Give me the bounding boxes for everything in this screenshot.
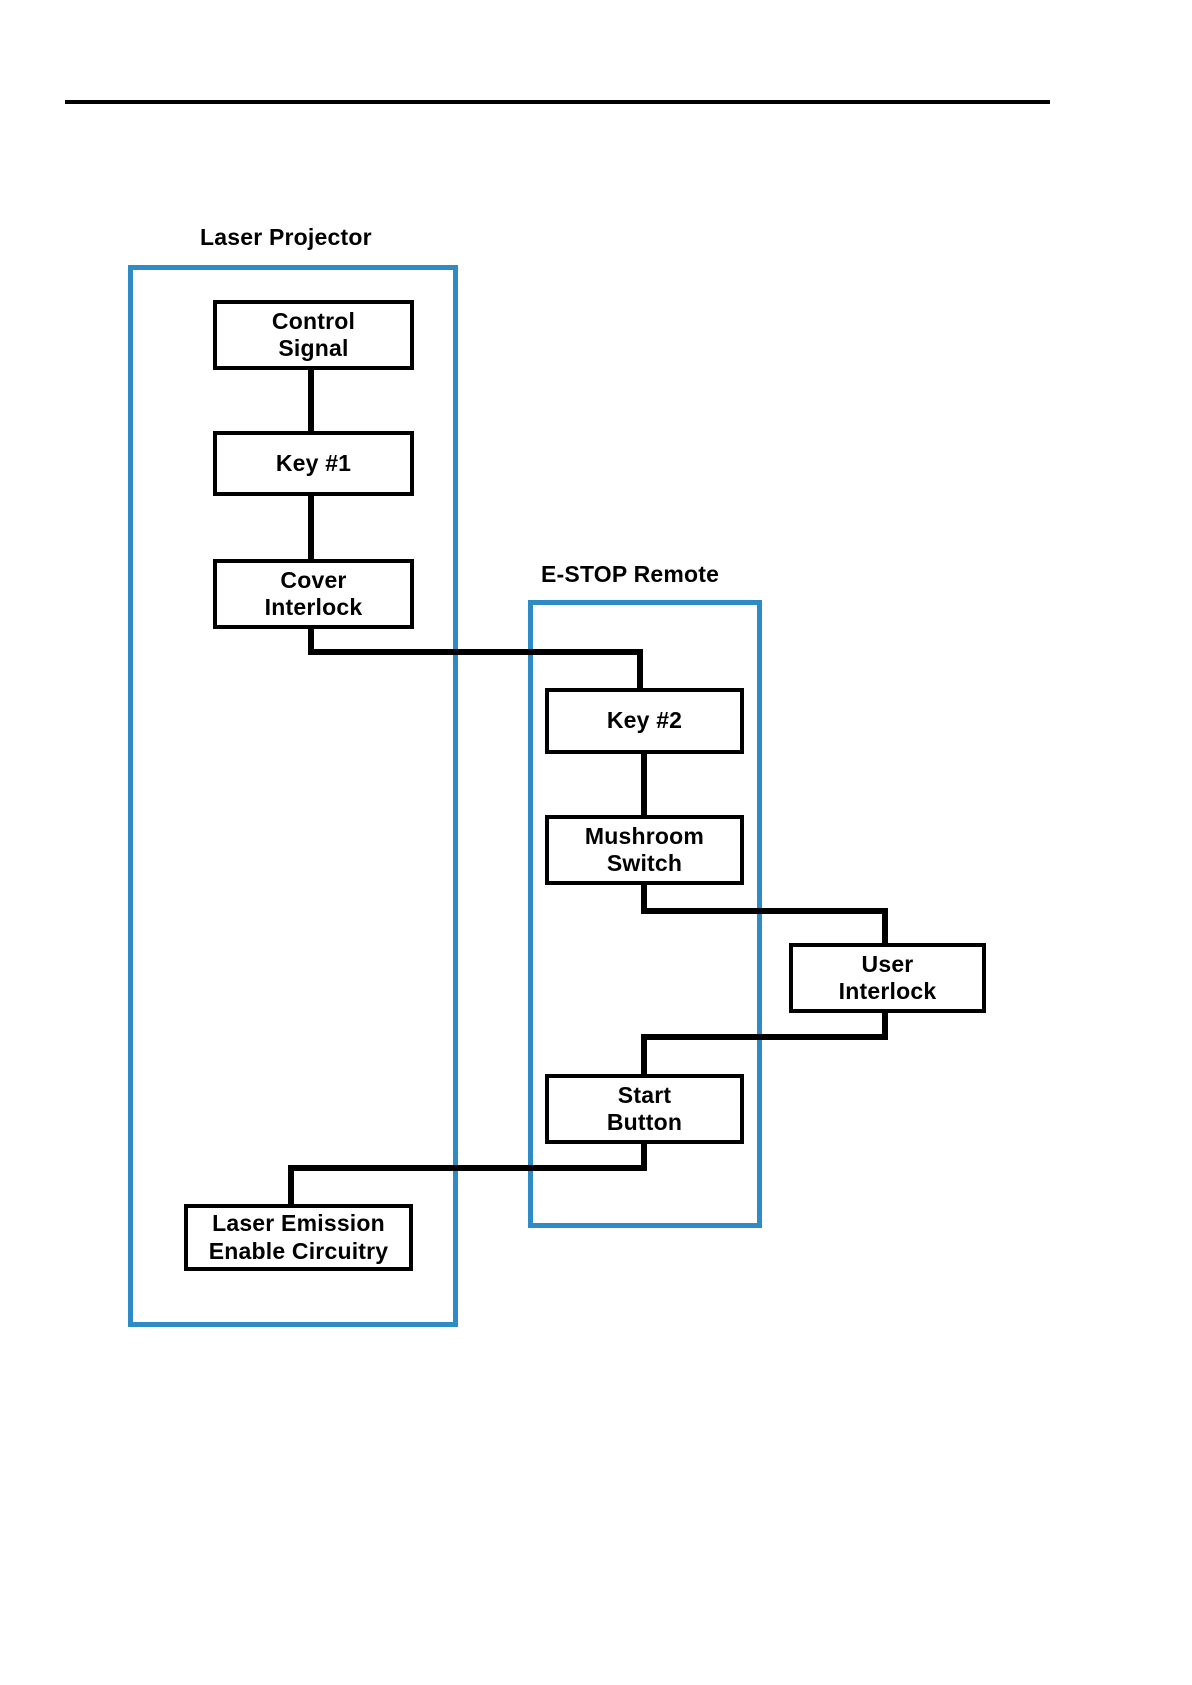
node-label-line: Enable Circuitry: [208, 1237, 389, 1264]
node-label-line: Switch: [606, 850, 683, 876]
enclosure-label-estop-remote: E-STOP Remote: [541, 561, 720, 587]
connector-user-interlock-to-start-button-seg2: [641, 1034, 647, 1075]
node-label-key-1: Key #1: [276, 450, 351, 477]
connector-mushroom-switch-to-user-interlock-seg1: [641, 908, 888, 914]
node-label-line: Mushroom: [584, 822, 705, 849]
connector-user-interlock-to-start-button-seg0: [882, 1013, 888, 1040]
node-label-line: Control: [271, 307, 356, 334]
connector-start-button-to-laser-emission-seg1: [288, 1165, 647, 1171]
node-label-line: Laser Emission: [212, 1210, 385, 1237]
node-label-line: Button: [606, 1109, 683, 1135]
connector-start-button-to-laser-emission-seg2: [288, 1165, 294, 1205]
node-label-line: Key #2: [606, 707, 683, 734]
node-key-1: Key #1: [213, 431, 414, 496]
connector-key-1-to-cover-interlock-seg0: [308, 496, 314, 560]
connector-mushroom-switch-to-user-interlock-seg2: [882, 908, 888, 944]
connector-cover-interlock-to-key-2-seg0: [308, 629, 314, 654]
enclosure-label-laser-projector: Laser Projector: [200, 224, 372, 250]
enclosure-estop-remote: [528, 600, 762, 1228]
node-label-line: Start: [617, 1081, 672, 1108]
node-label-line: Signal: [278, 335, 349, 361]
node-label-line: Cover: [280, 566, 347, 593]
connector-cover-interlock-to-key-2-seg2: [637, 649, 643, 688]
connector-mushroom-switch-to-user-interlock-seg0: [641, 885, 647, 914]
node-label-line: User: [861, 950, 914, 977]
connector-start-button-to-laser-emission-seg0: [641, 1144, 647, 1171]
node-label-line: Key #1: [275, 449, 352, 476]
node-key-2: Key #2: [545, 688, 744, 754]
header-divider: [65, 100, 1050, 104]
node-label-line: Interlock: [264, 594, 363, 620]
connector-user-interlock-to-start-button-seg1: [641, 1034, 888, 1040]
connector-control-signal-to-key-1-seg0: [308, 370, 314, 432]
enclosure-laser-projector: [128, 265, 458, 1327]
node-label-key-2: Key #2: [607, 707, 682, 734]
node-label-line: Interlock: [838, 978, 937, 1004]
connector-cover-interlock-to-key-2-seg1: [308, 649, 643, 655]
connector-key-2-to-mushroom-switch-seg0: [641, 754, 647, 816]
